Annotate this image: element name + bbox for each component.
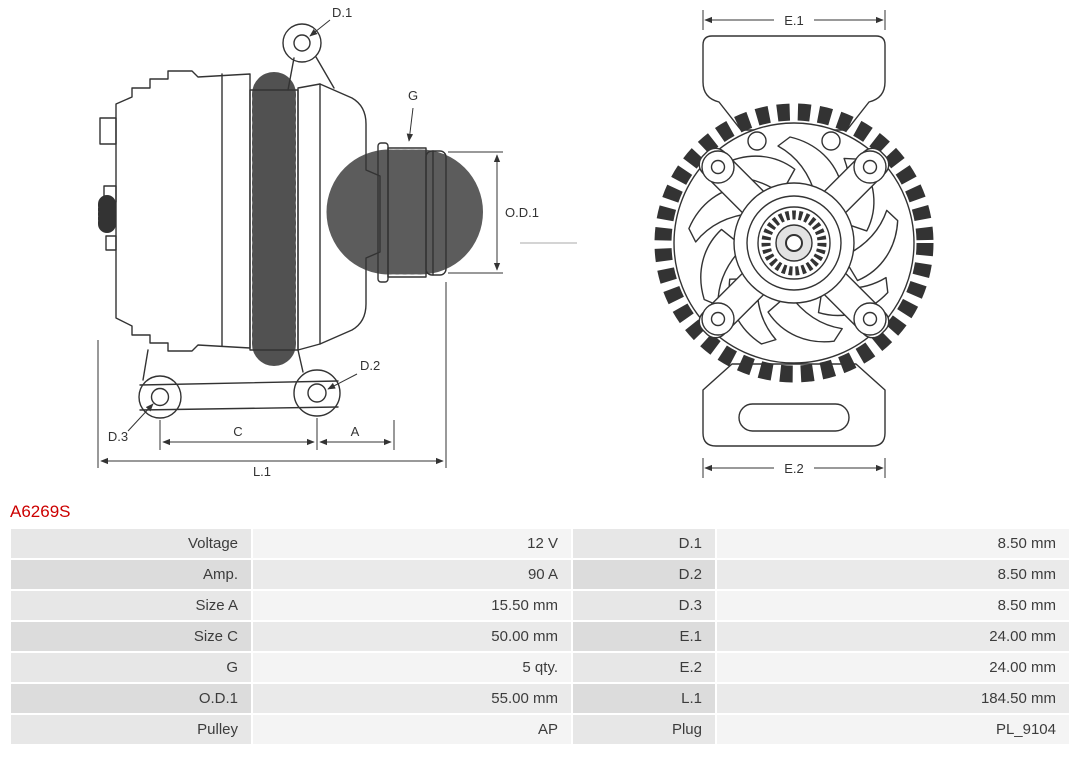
- spec-table: Voltage 12 V D.1 8.50 mm Amp. 90 A D.2 8…: [9, 527, 1071, 746]
- dim-label-c: C: [233, 424, 242, 439]
- spec-value: 55.00 mm: [253, 684, 571, 713]
- spec-value: 5 qty.: [253, 653, 571, 682]
- spec-label: Pulley: [11, 715, 251, 744]
- bottom-lug-right: [293, 369, 341, 417]
- spec-row: Pulley AP Plug PL_9104: [11, 715, 1069, 744]
- side-view-drawing: [98, 23, 488, 419]
- front-view-dimensions: [702, 10, 886, 478]
- side-view-labels: D.1 G O.D.1 D.2 D.3 C A L.1: [108, 5, 539, 479]
- spec-label: Size C: [11, 622, 251, 651]
- spec-label: E.1: [573, 622, 715, 651]
- spec-row: Voltage 12 V D.1 8.50 mm: [11, 529, 1069, 558]
- pulley-front-flange: [425, 150, 447, 276]
- spec-label: D.3: [573, 591, 715, 620]
- side-view-dimensions: [97, 19, 577, 468]
- spec-label: Size A: [11, 591, 251, 620]
- stator-ring-teeth: [654, 103, 934, 383]
- dim-label-d2: D.2: [360, 358, 380, 373]
- dim-label-e1: E.1: [784, 13, 804, 28]
- hub: [733, 182, 855, 304]
- spec-label: Amp.: [11, 560, 251, 589]
- spec-value: 15.50 mm: [253, 591, 571, 620]
- spec-value: AP: [253, 715, 571, 744]
- rear-housing: [115, 70, 251, 352]
- spec-row: G 5 qty. E.2 24.00 mm: [11, 653, 1069, 682]
- spec-value: 8.50 mm: [717, 529, 1069, 558]
- top-bracket: [702, 35, 886, 131]
- bottom-bracket-slot: [738, 403, 850, 432]
- alternator-diagram: D.1 G O.D.1 D.2 D.3 C A L.1: [97, 5, 934, 479]
- spec-row: Amp. 90 A D.2 8.50 mm: [11, 560, 1069, 589]
- bottom-lug-left-hole: [150, 387, 170, 407]
- spec-label: Plug: [573, 715, 715, 744]
- spec-value: PL_9104: [717, 715, 1069, 744]
- spec-label: G: [11, 653, 251, 682]
- dim-label-l1: L.1: [253, 464, 271, 479]
- spec-value: 8.50 mm: [717, 591, 1069, 620]
- dim-label-e2: E.2: [784, 461, 804, 476]
- spec-label: D.2: [573, 560, 715, 589]
- spec-label: Voltage: [11, 529, 251, 558]
- spec-label: E.2: [573, 653, 715, 682]
- technical-drawing-area: D.1 G O.D.1 D.2 D.3 C A L.1: [97, 5, 934, 479]
- dim-label-d1: D.1: [332, 5, 352, 20]
- dim-label-a: A: [351, 424, 360, 439]
- spec-row: O.D.1 55.00 mm L.1 184.50 mm: [11, 684, 1069, 713]
- dim-label-od1: O.D.1: [505, 205, 539, 220]
- dim-label-g: G: [408, 88, 418, 103]
- spec-value: 8.50 mm: [717, 560, 1069, 589]
- spec-value: 24.00 mm: [717, 622, 1069, 651]
- spec-label: D.1: [573, 529, 715, 558]
- part-number: A6269S: [10, 502, 71, 521]
- spec-value: 90 A: [253, 560, 571, 589]
- bottom-lug-left: [138, 375, 182, 419]
- spec-label: O.D.1: [11, 684, 251, 713]
- spec-value: 12 V: [253, 529, 571, 558]
- bolt-holes: [701, 131, 887, 336]
- hub-serration: [761, 210, 827, 276]
- spec-value: 50.00 mm: [253, 622, 571, 651]
- spec-value: 184.50 mm: [717, 684, 1069, 713]
- front-view-labels: E.1 E.2: [784, 13, 804, 476]
- top-lug-hole: [293, 34, 311, 52]
- dim-label-d3: D.3: [108, 429, 128, 444]
- top-lug: [282, 23, 322, 63]
- spec-value: 24.00 mm: [717, 653, 1069, 682]
- spec-label: L.1: [573, 684, 715, 713]
- spec-row: Size C 50.00 mm E.1 24.00 mm: [11, 622, 1069, 651]
- front-view-drawing: [654, 35, 934, 447]
- shaft-hole: [785, 234, 803, 252]
- spec-row: Size A 15.50 mm D.3 8.50 mm: [11, 591, 1069, 620]
- bottom-lug-right-hole: [307, 383, 327, 403]
